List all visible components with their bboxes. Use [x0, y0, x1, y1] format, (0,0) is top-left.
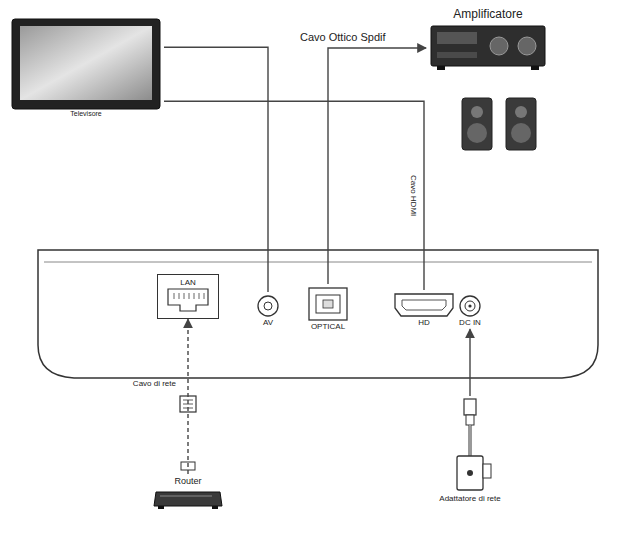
- node-art: [447, 398, 493, 494]
- television: Televisore: [8, 16, 164, 120]
- node-art: [307, 286, 349, 322]
- node-art: [393, 292, 455, 318]
- node-art: [152, 486, 224, 512]
- speakers: [462, 98, 536, 150]
- tv-drawing: [11, 18, 161, 110]
- hdmi-socket: [393, 292, 455, 318]
- node-label: Adattatore di rete: [439, 494, 500, 503]
- router: Router: [149, 474, 227, 514]
- node-art: [166, 287, 210, 313]
- node-label: Router: [174, 476, 201, 486]
- hdmi-port: HD: [390, 290, 458, 329]
- amplifier: Amplificatore: [426, 6, 550, 74]
- node-art: [429, 22, 547, 72]
- node-art: [256, 294, 280, 318]
- optical-socket: [307, 286, 349, 322]
- amplifier-drawing: [429, 22, 547, 72]
- cable-connector: [469, 329, 470, 396]
- node-label: LAN: [180, 278, 196, 287]
- node-label: Amplificatore: [453, 8, 522, 22]
- cable-label: Cavo HDMI: [409, 173, 418, 218]
- node-label: Televisore: [70, 110, 102, 118]
- cable-label: Cavo di rete: [131, 379, 178, 388]
- power-adapter: Adattatore di rete: [436, 396, 503, 505]
- dc-jack: [458, 294, 482, 318]
- device-edge: [44, 262, 592, 263]
- cable-connector: [164, 47, 268, 292]
- cable-connector: [328, 48, 426, 284]
- router-drawing: [152, 486, 224, 512]
- node-label: AV: [263, 318, 273, 327]
- av-jack: [256, 294, 280, 318]
- optical-port: OPTICAL: [304, 284, 352, 333]
- cable-label: Cavo Ottico Spdif: [298, 31, 388, 44]
- node-label: DC IN: [459, 318, 481, 327]
- cable-connector: [187, 319, 188, 474]
- node-label: HD: [418, 318, 430, 327]
- dc-in-port: DC IN: [455, 292, 485, 329]
- power-adapter-drawing: [447, 398, 493, 494]
- rj45-socket: [166, 287, 210, 313]
- node-label: OPTICAL: [311, 322, 345, 331]
- cable-connector: [164, 101, 424, 290]
- device-body: [38, 250, 598, 378]
- lan-port: LAN: [157, 274, 219, 319]
- av-port: AV: [253, 292, 283, 329]
- node-art: [11, 18, 161, 110]
- node-art: [458, 294, 482, 318]
